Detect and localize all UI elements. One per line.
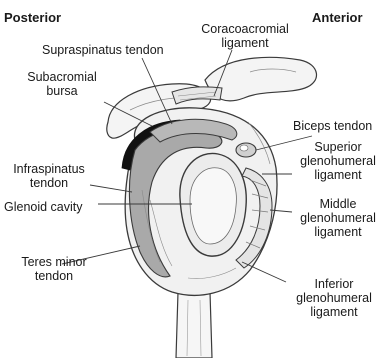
coracoacromial-line2: ligament (190, 36, 300, 50)
infraspinatus-line1: Infraspinatus (4, 162, 94, 176)
subacromial-line1: Subacromial (22, 70, 102, 84)
teres-line1: Teres minor (14, 255, 94, 269)
inferior-line2: glenohumeral (286, 291, 382, 305)
infraspinatus-line2: tendon (4, 176, 94, 190)
coracoacromial-ligament-label: Coracoacromial ligament (190, 22, 300, 50)
infraspinatus-tendon-label: Infraspinatus tendon (4, 162, 94, 190)
coracoacromial-line1: Coracoacromial (190, 22, 300, 36)
coracoid-process (205, 57, 316, 101)
inferior-line3: ligament (286, 305, 382, 319)
subacromial-line2: bursa (22, 84, 102, 98)
inferior-line1: Inferior (286, 277, 382, 291)
anterior-header: Anterior (312, 11, 363, 25)
glenoid-cavity-label: Glenoid cavity (4, 200, 83, 214)
superior-line3: ligament (290, 168, 386, 182)
middle-line3: ligament (290, 225, 386, 239)
inferior-glenohumeral-ligament-label: Inferior glenohumeral ligament (286, 277, 382, 319)
superior-line2: glenohumeral (290, 154, 386, 168)
biceps-tendon-label: Biceps tendon (293, 119, 372, 133)
humerus-shaft (176, 292, 212, 358)
middle-line2: glenohumeral (290, 211, 386, 225)
middle-line1: Middle (290, 197, 386, 211)
teres-minor-tendon-label: Teres minor tendon (14, 255, 94, 283)
superior-line1: Superior (290, 140, 386, 154)
supraspinatus-tendon-label: Supraspinatus tendon (42, 43, 164, 57)
posterior-header: Posterior (4, 11, 61, 25)
superior-glenohumeral-ligament-label: Superior glenohumeral ligament (290, 140, 386, 182)
subacromial-bursa-label: Subacromial bursa (22, 70, 102, 98)
teres-line2: tendon (14, 269, 94, 283)
middle-glenohumeral-ligament-label: Middle glenohumeral ligament (290, 197, 386, 239)
